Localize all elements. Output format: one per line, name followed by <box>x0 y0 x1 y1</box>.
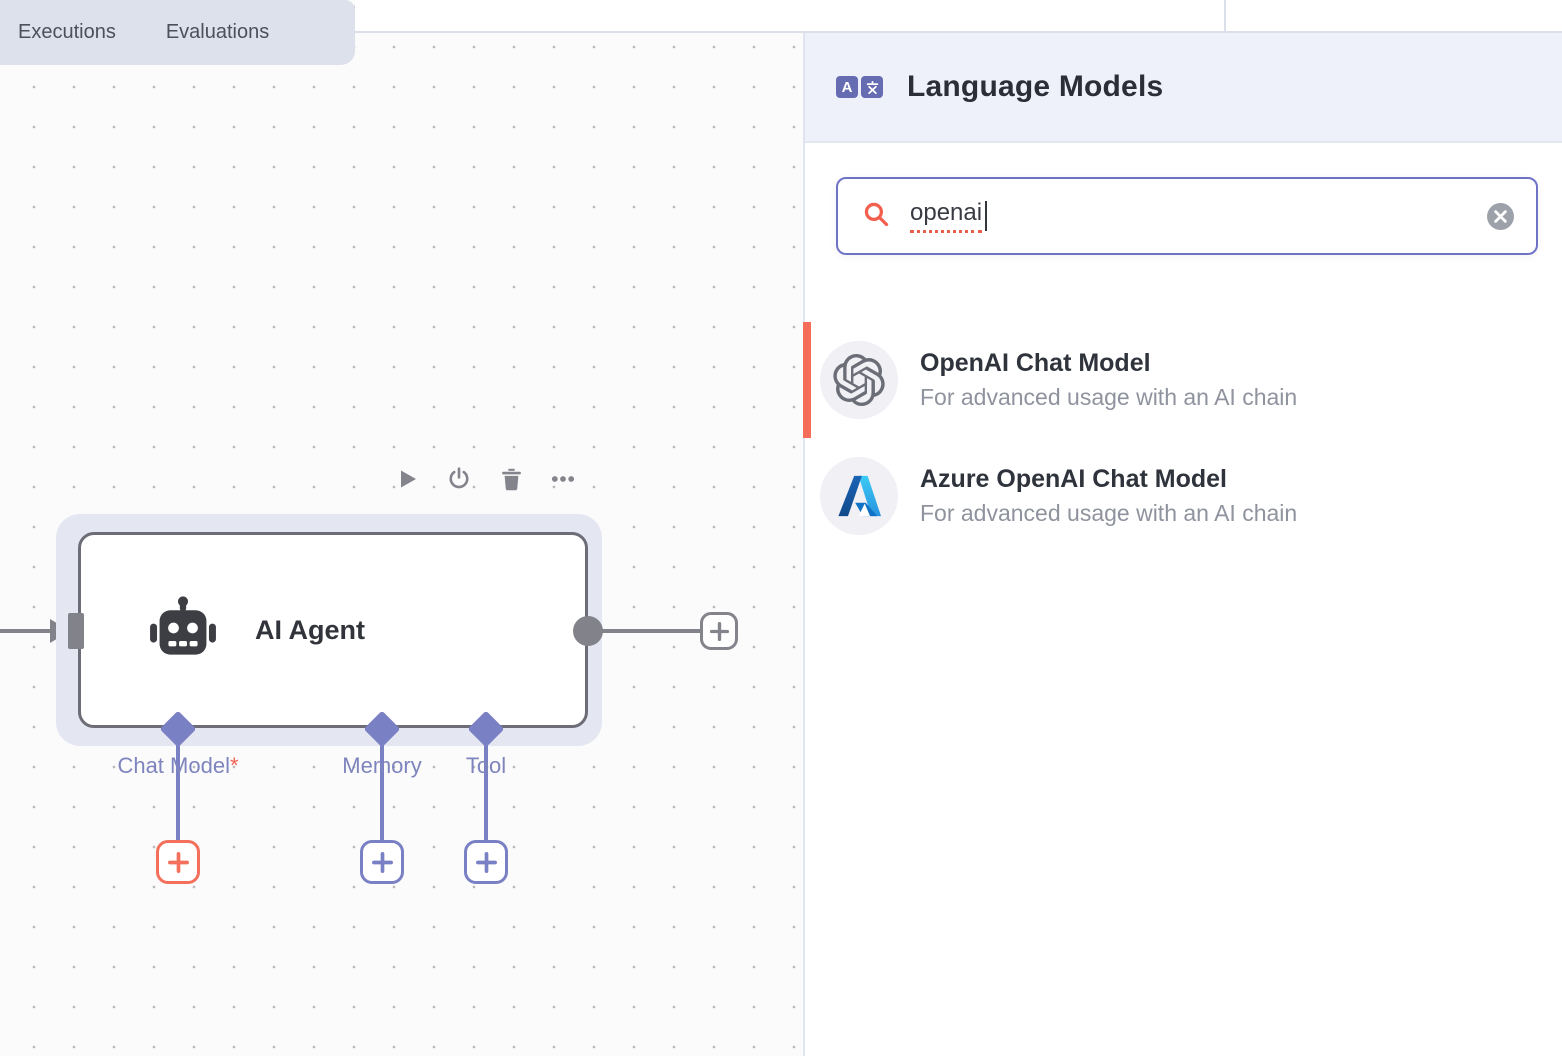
chat-model-port-label: Chat Model* <box>117 753 239 778</box>
incoming-connection-line <box>0 629 56 633</box>
tool-connection-line <box>484 740 488 840</box>
result-title: Azure OpenAI Chat Model <box>920 465 1227 493</box>
node-toolbar <box>394 466 576 492</box>
tab-executions[interactable]: Executions <box>18 21 116 43</box>
result-openai-chat-model[interactable]: OpenAI Chat Model For advanced usage wit… <box>803 322 1562 438</box>
search-query-text: openai <box>910 199 983 233</box>
panel-title: Language Models <box>907 70 1164 103</box>
node-ai-agent[interactable]: AI Agent <box>78 532 588 728</box>
node-output-connector[interactable] <box>573 616 603 646</box>
azure-logo-icon <box>820 457 898 535</box>
required-marker: * <box>229 753 239 778</box>
search-icon <box>862 200 890 233</box>
result-title: OpenAI Chat Model <box>920 349 1151 377</box>
workflow-canvas[interactable]: AI Agent Chat Model* Memory Tool <box>0 0 803 1056</box>
result-azure-openai-chat-model[interactable]: Azure OpenAI Chat Model For advanced usa… <box>805 438 1562 554</box>
tool-port-label: Tool <box>465 753 507 778</box>
hover-indicator <box>803 322 811 438</box>
language-icon: A <box>836 76 883 98</box>
execute-node-icon[interactable] <box>394 466 420 492</box>
openai-logo-icon <box>820 341 898 419</box>
top-strip <box>355 0 1562 33</box>
more-options-icon[interactable] <box>550 466 576 492</box>
add-chat-model-button[interactable] <box>156 840 200 884</box>
delete-node-icon[interactable] <box>498 466 524 492</box>
text-cursor <box>985 201 988 231</box>
memory-port-label: Memory <box>342 753 422 778</box>
result-subtitle: For advanced usage with an AI chain <box>920 500 1298 526</box>
nodes-panel: A Language Models openai <box>803 33 1562 1056</box>
add-tool-button[interactable] <box>464 840 508 884</box>
tab-evaluations[interactable]: Evaluations <box>165 21 270 43</box>
node-input-connector[interactable] <box>68 613 84 649</box>
robot-icon <box>145 590 221 671</box>
canvas-tab-bar: Executions Evaluations <box>0 0 355 65</box>
result-subtitle: For advanced usage with an AI chain <box>920 384 1298 410</box>
clear-search-icon[interactable] <box>1487 202 1514 230</box>
node-search-input[interactable]: openai <box>836 177 1538 255</box>
chat-model-connection-line <box>176 740 180 840</box>
search-results-list: OpenAI Chat Model For advanced usage wit… <box>803 322 1562 554</box>
add-memory-button[interactable] <box>360 840 404 884</box>
node-title: AI Agent <box>255 614 365 645</box>
power-disable-icon[interactable] <box>446 466 472 492</box>
panel-header: A Language Models <box>805 33 1562 143</box>
add-next-node-button[interactable] <box>700 612 738 650</box>
top-strip-divider <box>1224 0 1226 31</box>
outgoing-connection-line <box>588 629 702 633</box>
memory-connection-line <box>380 740 384 840</box>
